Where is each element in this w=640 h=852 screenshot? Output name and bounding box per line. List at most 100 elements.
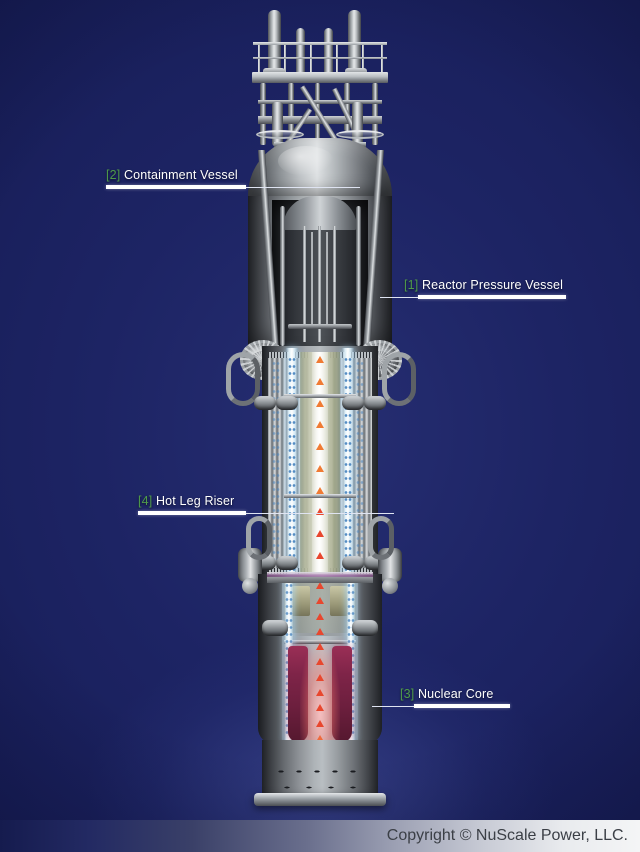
dome-highlight xyxy=(278,146,334,176)
flow-arrow xyxy=(317,734,323,740)
flow-arrow xyxy=(316,551,324,559)
callout-nuclear-core[interactable]: [3] Nuclear Core xyxy=(372,687,510,710)
crdm-lower-housing xyxy=(352,102,363,146)
callout-rule-thick xyxy=(418,295,566,299)
flow-arrow xyxy=(316,508,324,516)
crdm-lower-housing xyxy=(272,102,283,146)
containment-pipe xyxy=(280,206,285,346)
riser-collar xyxy=(276,556,298,570)
callout-rule-thick xyxy=(106,185,246,189)
callout-number: [3] xyxy=(400,687,415,701)
flow-arrow xyxy=(316,658,324,666)
platform-beam xyxy=(258,100,382,104)
flow-arrow xyxy=(316,443,324,451)
callout-rule xyxy=(380,295,566,301)
flow-arrow xyxy=(316,643,324,651)
cold-leg-flow-dots-right xyxy=(344,356,352,642)
control-rod-drive-shaft xyxy=(311,232,313,328)
control-rod-drive-shaft xyxy=(326,232,328,328)
callout-rule-thick xyxy=(138,511,246,515)
callout-text: [3] Nuclear Core xyxy=(400,687,493,701)
support-ring xyxy=(336,130,384,139)
rpv-support-plate xyxy=(288,324,352,329)
core-flow-arrows xyxy=(306,582,334,740)
callout-label: Hot Leg Riser xyxy=(155,494,235,508)
flow-arrow xyxy=(316,704,324,712)
flow-arrow xyxy=(316,356,324,363)
valve-knob-right xyxy=(382,578,398,594)
flow-arrow xyxy=(316,612,324,620)
platform-railing xyxy=(253,57,387,59)
copyright-bar: Copyright © NuScale Power, LLC. xyxy=(0,820,640,852)
control-rod-drive-shaft xyxy=(318,226,321,342)
callout-text: [1] Reactor Pressure Vessel xyxy=(404,278,563,292)
callout-hot-leg-riser[interactable]: [4] Hot Leg Riser xyxy=(138,494,394,517)
support-column xyxy=(344,83,350,131)
callout-rule-thin xyxy=(380,296,422,299)
flow-arrow xyxy=(316,377,324,385)
callout-label: Reactor Pressure Vessel xyxy=(421,278,563,292)
base-flange xyxy=(254,793,386,806)
control-rod-drive-shaft xyxy=(333,226,336,342)
cold-leg-flow-dots-left xyxy=(288,356,296,642)
riser-collar xyxy=(342,556,364,570)
containment-pipe xyxy=(356,206,361,346)
flow-arrow xyxy=(316,689,324,697)
lower-nozzle-right xyxy=(352,620,378,636)
callout-rule xyxy=(372,704,510,710)
piping-loop-left xyxy=(226,352,260,406)
cold-leg-flow-dots-outer-right xyxy=(356,360,364,560)
piping-loop-lower-right xyxy=(368,516,394,560)
flow-arrow xyxy=(316,421,324,429)
support-column xyxy=(372,83,378,145)
copyright-text: Copyright © NuScale Power, LLC. xyxy=(386,827,628,844)
skirt-bolt-holes xyxy=(272,768,368,775)
riser-support-plate xyxy=(284,394,356,398)
valve-knob-left xyxy=(242,578,258,594)
support-column xyxy=(260,83,266,145)
piping-loop-right xyxy=(382,352,416,406)
flow-arrow xyxy=(316,673,324,681)
cold-leg-flow-dots-outer-left xyxy=(272,360,280,560)
crdm-shaft xyxy=(296,28,305,74)
flow-arrow xyxy=(316,719,324,727)
callout-number: [4] xyxy=(138,494,153,508)
internals-block xyxy=(292,586,310,616)
flow-arrow xyxy=(316,399,324,407)
platform-deck xyxy=(252,72,388,83)
callout-rule-thick xyxy=(414,704,510,708)
callout-label: Nuclear Core xyxy=(417,687,494,701)
callout-label: Containment Vessel xyxy=(123,168,238,182)
flow-arrow xyxy=(316,582,324,589)
piping-loop-lower-left xyxy=(246,516,272,560)
callout-rule-thin xyxy=(246,512,394,515)
support-ring xyxy=(256,130,304,139)
callout-number: [1] xyxy=(404,278,419,292)
vessel-flange xyxy=(267,572,373,583)
callout-text: [4] Hot Leg Riser xyxy=(138,494,234,508)
platform-railing xyxy=(253,42,387,45)
shell-collar xyxy=(364,396,386,410)
callout-rule-thin xyxy=(246,186,360,189)
callout-containment-vessel[interactable]: [2] Containment Vessel xyxy=(106,168,360,191)
flow-arrow xyxy=(316,530,324,538)
callout-rule xyxy=(138,511,394,517)
reactor-pressure-vessel-head xyxy=(283,196,357,230)
callout-number: [2] xyxy=(106,168,121,182)
callout-rule-thin xyxy=(372,705,418,708)
flow-arrow xyxy=(316,597,324,605)
callout-reactor-pressure-vessel[interactable]: [1] Reactor Pressure Vessel xyxy=(380,278,566,301)
flow-arrow xyxy=(316,627,324,635)
control-rod-drive-platform xyxy=(248,4,392,154)
skirt-bolt-holes xyxy=(276,784,364,791)
lower-nozzle-left xyxy=(262,620,288,636)
control-rod-drive-shaft xyxy=(303,226,306,342)
riser-collar xyxy=(342,396,364,410)
support-column xyxy=(288,83,294,131)
callout-rule xyxy=(106,185,360,191)
internals-block xyxy=(330,586,348,616)
crdm-shaft xyxy=(324,28,333,74)
flow-arrow xyxy=(316,486,324,494)
flow-arrow xyxy=(316,464,324,472)
